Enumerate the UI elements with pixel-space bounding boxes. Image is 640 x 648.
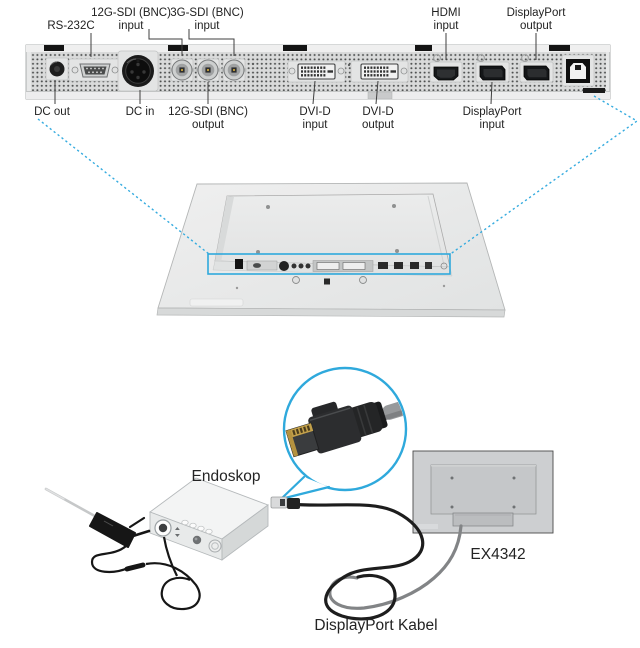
usb-b-connector <box>566 59 590 83</box>
displayport-input-connector <box>479 65 506 81</box>
ex4342-connector-recess <box>452 512 514 527</box>
leader-lines <box>54 29 537 105</box>
displayport-plug-photo <box>285 387 405 458</box>
endoscope-cable-connector <box>124 562 146 572</box>
displayport-output-connector <box>523 65 550 81</box>
rs232c-connector <box>71 63 119 78</box>
ex4342-screws <box>450 476 516 509</box>
vesa-screws <box>256 204 399 254</box>
bnc-connectors <box>169 59 255 81</box>
endoskop-device <box>149 477 269 561</box>
dc-in-connector <box>122 55 154 87</box>
hdmi-input-connector <box>433 66 459 81</box>
rear-panel-photo <box>25 44 611 100</box>
label-rs232c: RS-232C <box>47 19 95 32</box>
ex4342-monitor <box>412 450 554 534</box>
mini-connector-strip <box>235 259 448 272</box>
label-12g-sdi-output: 12G-SDI (BNC)output <box>168 106 248 131</box>
callout-dotted-lines <box>37 95 639 256</box>
dvi-connectors <box>288 63 408 80</box>
endoscope-instrument <box>44 487 201 611</box>
endoskop-knob-small <box>192 535 202 545</box>
screw-rings <box>433 53 529 62</box>
panel-mounting-tabs <box>44 45 605 93</box>
displayport-plug-callout <box>279 366 408 501</box>
label-3g-sdi-input: 3G-SDI (BNC)input <box>170 7 244 32</box>
label-displayport-kabel: DisplayPort Kabel <box>314 617 438 634</box>
dc-out-connector <box>49 61 65 77</box>
endoskop-buttons <box>181 519 213 535</box>
label-ex4342: EX4342 <box>470 546 526 563</box>
label-endoskop: Endoskop <box>191 468 261 485</box>
model-sticker <box>189 298 244 307</box>
label-dc-in: DC in <box>125 106 155 118</box>
displayport-cable-black-end <box>286 502 425 621</box>
monitor-3d-back <box>156 182 506 318</box>
label-12g-sdi-input: 12G-SDI (BNC)input <box>91 7 171 32</box>
label-dc-out: DC out <box>34 106 70 118</box>
cable-connector-plug <box>270 496 300 509</box>
bottom-screws <box>235 276 446 290</box>
endoskop-knob-large <box>208 539 222 553</box>
terminal-area-highlight <box>207 253 451 275</box>
